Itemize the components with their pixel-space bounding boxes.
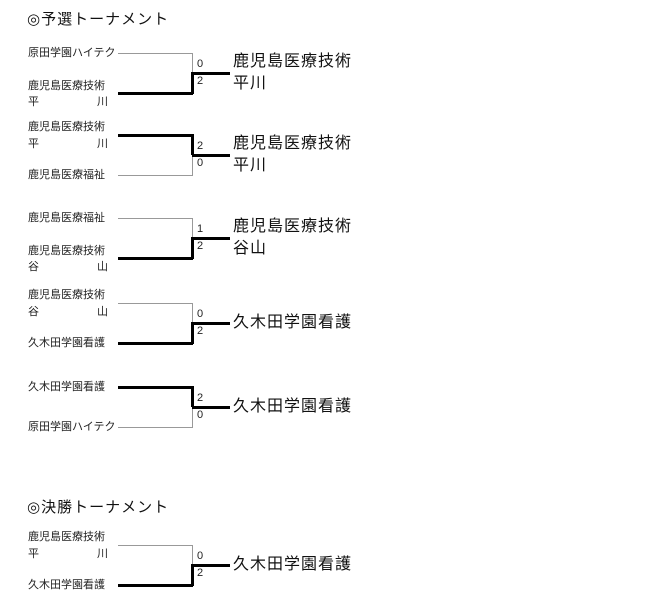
bracket-line-bottom [118, 257, 193, 260]
winner-line [192, 406, 230, 409]
winner-name-line2: 平川 [233, 157, 268, 174]
match-bracket: 鹿児島医療技術 谷山 久木田学園看護 0 2 久木田学園看護 [0, 289, 659, 349]
team-label-top-line2: 谷山 [28, 306, 108, 318]
score-top: 2 [197, 392, 204, 404]
bracket-line-vertical-lower [191, 237, 194, 259]
winner-line [192, 322, 230, 325]
team-label-bottom-line1: 鹿児島医療技術 [28, 80, 105, 92]
winner-name: 久木田学園看護 [233, 398, 353, 415]
bracket-line-top [118, 134, 193, 137]
score-bottom: 0 [197, 409, 204, 421]
match-bracket: 鹿児島医療技術 平川 久木田学園看護 0 2 久木田学園看護 [0, 531, 659, 591]
bracket-line-top [118, 218, 193, 219]
bracket-line-vertical-upper [192, 53, 193, 73]
bracket-line-vertical-lower [192, 407, 193, 428]
bracket-line-bottom [118, 584, 193, 587]
team-label-top-line1: 鹿児島医療技術 [28, 121, 105, 133]
winner-line [192, 72, 230, 75]
score-bottom: 0 [197, 157, 204, 169]
match-bracket: 原田学園ハイテク 鹿児島医療技術 平川 0 2 鹿児島医療技術 平川 [0, 47, 659, 108]
score-bottom: 2 [197, 325, 204, 337]
team-label-bottom-line2: 谷山 [28, 261, 108, 273]
bracket-line-top [118, 53, 193, 54]
score-top: 1 [197, 223, 204, 235]
bracket-line-bottom [118, 427, 193, 428]
team-label-bottom: 久木田学園看護 [28, 579, 105, 591]
winner-name: 鹿児島医療技術 平川 [233, 51, 352, 95]
winner-name-line2: 平川 [233, 75, 268, 92]
score-bottom: 2 [197, 567, 204, 579]
team-label-top: 原田学園ハイテク [28, 47, 116, 59]
team-label-top-line1: 鹿児島医療技術 [28, 289, 105, 301]
score-bottom: 2 [197, 75, 204, 87]
bracket-line-vertical-upper [192, 303, 193, 323]
team-label-top-line2: 平川 [28, 138, 108, 150]
section-title-final: ◎決勝トーナメント [27, 499, 170, 516]
bracket-line-top [118, 303, 193, 304]
team-label-bottom: 原田学園ハイテク [28, 421, 116, 433]
team-label-bottom-line1: 鹿児島医療技術 [28, 245, 105, 257]
team-label-bottom: 久木田学園看護 [28, 337, 105, 349]
bracket-line-bottom [118, 92, 193, 95]
bracket-line-vertical-upper [192, 218, 193, 238]
score-bottom: 2 [197, 240, 204, 252]
team-label-bottom-line2: 平川 [28, 96, 108, 108]
winner-name: 鹿児島医療技術 谷山 [233, 216, 352, 260]
match-bracket: 鹿児島医療福祉 鹿児島医療技術 谷山 1 2 鹿児島医療技術 谷山 [0, 212, 659, 273]
bracket-line-top [118, 545, 193, 546]
bracket-line-vertical-lower [191, 564, 194, 586]
bracket-line-vertical-lower [192, 155, 193, 176]
winner-line [192, 154, 230, 157]
score-top: 0 [197, 58, 204, 70]
match-bracket: 鹿児島医療技術 平川 鹿児島医療福祉 2 0 鹿児島医療技術 平川 [0, 121, 659, 181]
team-label-top-line2: 平川 [28, 548, 108, 560]
team-label-top: 久木田学園看護 [28, 381, 105, 393]
winner-name-line1: 鹿児島医療技術 [233, 135, 353, 152]
bracket-line-vertical-lower [191, 72, 194, 94]
winner-name-line1: 鹿児島医療技術 [233, 53, 353, 70]
team-label-top-line1: 鹿児島医療技術 [28, 531, 105, 543]
team-label-top: 鹿児島医療福祉 [28, 212, 105, 224]
winner-name-line2: 谷山 [233, 240, 268, 257]
winner-line [192, 237, 230, 240]
bracket-line-bottom [118, 342, 193, 345]
bracket-line-bottom [118, 175, 193, 176]
bracket-line-top [118, 386, 193, 389]
winner-name: 久木田学園看護 [233, 314, 353, 331]
bracket-line-vertical-upper [191, 386, 194, 407]
score-top: 0 [197, 550, 204, 562]
bracket-line-vertical-upper [191, 134, 194, 155]
winner-line [192, 564, 230, 567]
score-top: 0 [197, 308, 204, 320]
winner-name: 久木田学園看護 [233, 556, 353, 573]
match-bracket: 久木田学園看護 原田学園ハイテク 2 0 久木田学園看護 [0, 381, 659, 433]
winner-name: 鹿児島医療技術 平川 [233, 133, 352, 177]
section-title-preliminary: ◎予選トーナメント [27, 11, 170, 28]
winner-name-line1: 鹿児島医療技術 [233, 218, 353, 235]
score-top: 2 [197, 140, 204, 152]
bracket-line-vertical-lower [191, 322, 194, 344]
team-label-bottom: 鹿児島医療福祉 [28, 169, 105, 181]
bracket-line-vertical-upper [192, 545, 193, 565]
